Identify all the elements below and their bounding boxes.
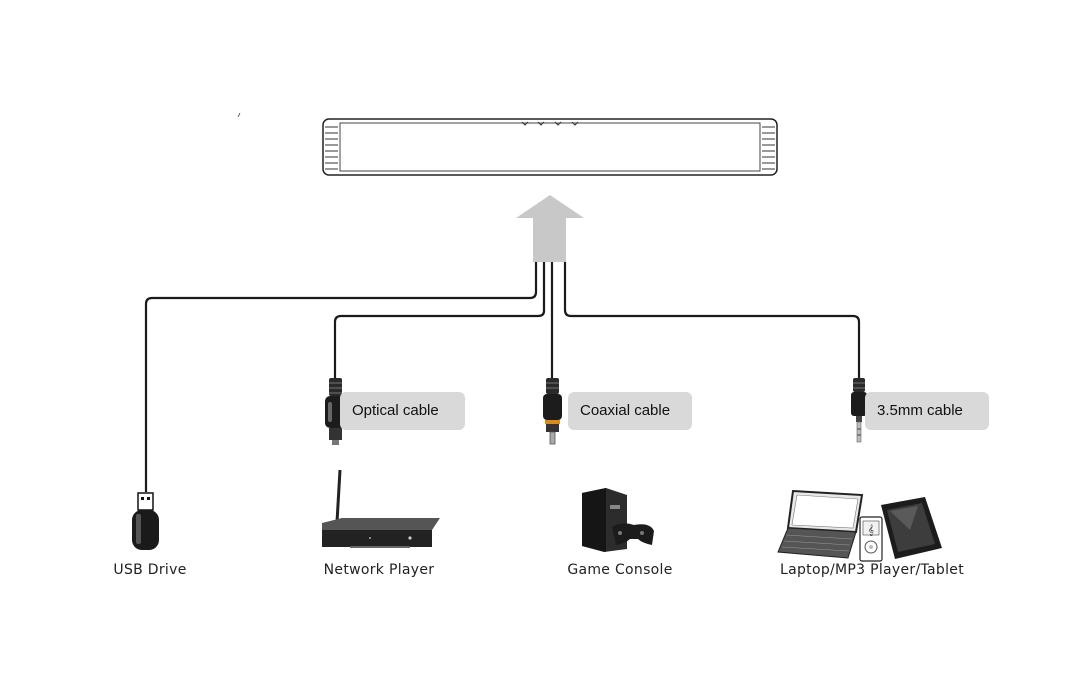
coaxial-cable-label: Coaxial cable [568,392,692,430]
network-player-label: Network Player [309,562,449,578]
laptop-mp3-tablet-icon: 𝄞 [778,491,942,561]
optical-cable-label: Optical cable [340,392,465,430]
usb-drive-icon [132,493,159,550]
up-arrow-icon [516,195,584,262]
35mm-cable-label: 3.5mm cable [865,392,989,430]
usb-drive-label: USB Drive [90,562,210,578]
game-console-icon [582,488,654,552]
coaxial-plug-icon [543,378,562,444]
cable-lines [146,262,859,492]
network-player-icon [322,470,440,548]
soundbar-icon [323,119,777,175]
game-console-label: Game Console [550,562,690,578]
laptop-mp3-tablet-label: Laptop/MP3 Player/Tablet [762,562,982,578]
svg-text:𝄞: 𝄞 [868,524,874,536]
